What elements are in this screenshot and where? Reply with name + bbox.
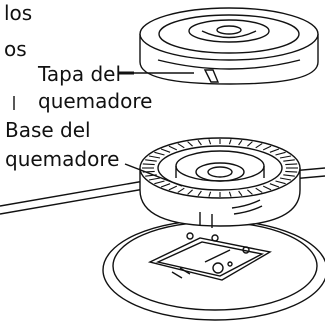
flame-port: [154, 151, 165, 156]
burner-base-label-line-1: Base del: [5, 118, 91, 142]
flame-port: [208, 191, 212, 197]
flame-port: [283, 159, 295, 162]
flame-port: [228, 139, 232, 145]
flame-port: [247, 189, 253, 195]
flame-port: [177, 187, 185, 193]
burner-base-label-line-2: quemadore: [5, 147, 120, 171]
flame-port: [177, 143, 185, 149]
flame-port: [275, 151, 286, 156]
flame-port: [275, 180, 286, 185]
burner-flame-ports: [142, 139, 298, 197]
cropped-label-line-1: los: [4, 1, 33, 25]
flame-port: [255, 143, 263, 149]
flame-port: [168, 145, 178, 151]
flame-port: [187, 189, 193, 195]
burner-cap: [139, 7, 319, 85]
flame-port: [208, 139, 212, 145]
flame-port: [279, 155, 292, 159]
flame-port: [238, 190, 243, 197]
flame-port: [145, 159, 157, 162]
burner-cap-label-line-2: quemadore: [38, 89, 153, 113]
flame-port: [187, 141, 193, 147]
burner-cap-label-line-1: Tapa del: [38, 62, 122, 86]
flame-port: [148, 155, 161, 159]
flame-port: [197, 139, 202, 146]
flame-port: [197, 190, 202, 197]
flame-port: [160, 183, 171, 188]
flame-port: [168, 185, 178, 191]
cropped-label-line-2: os: [4, 37, 27, 61]
flame-port: [160, 148, 171, 153]
flame-port: [238, 139, 243, 146]
flame-port: [279, 177, 292, 181]
flame-port: [228, 191, 232, 197]
flame-port: [283, 174, 295, 177]
burner-base: [139, 137, 301, 228]
flame-port: [262, 185, 272, 191]
flame-port: [262, 145, 272, 151]
flame-port: [142, 163, 155, 166]
flame-port: [154, 180, 165, 185]
flame-port: [255, 187, 263, 193]
burner-bottom-plate: [102, 219, 325, 321]
flame-port: [285, 170, 298, 173]
flame-port: [269, 183, 280, 188]
flame-port: [247, 141, 253, 147]
flame-port: [148, 177, 161, 181]
flame-port: [269, 148, 280, 153]
leader-lines: [124, 72, 194, 187]
flame-port: [285, 163, 298, 166]
